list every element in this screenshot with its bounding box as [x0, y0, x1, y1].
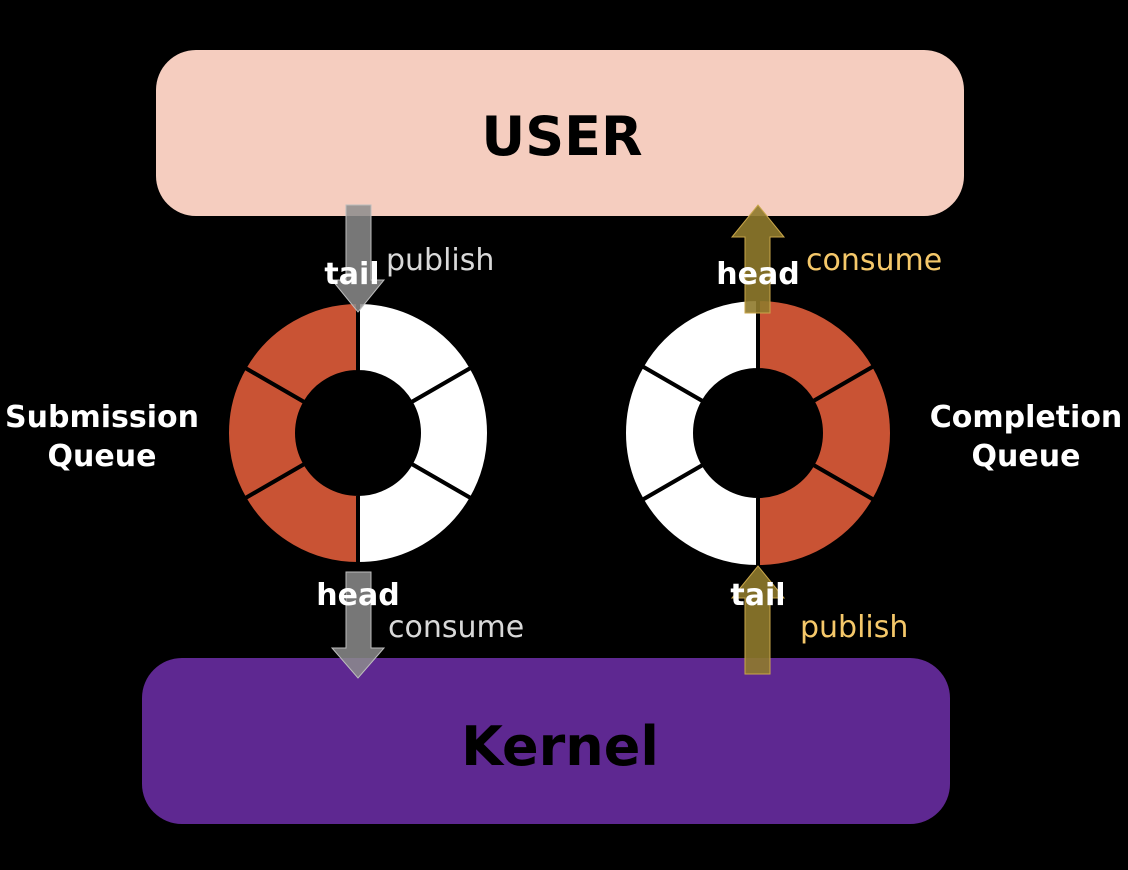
submission-head-arrow-shape	[330, 571, 386, 679]
completion-queue-slot-empty	[622, 363, 707, 503]
submission-queue-slot-empty	[356, 460, 475, 567]
submission-queue-label-line2: Queue	[48, 439, 157, 474]
completion-head-arrow-shape	[730, 204, 786, 314]
kernel-box-background	[142, 658, 950, 824]
submission-queue-ring	[225, 299, 491, 567]
completion-tail-arrow-shape	[730, 565, 786, 675]
completion-consume-label: consume	[806, 243, 942, 278]
completion-head-arrow	[730, 204, 786, 314]
user-box: USER	[156, 50, 964, 216]
completion-queue-label-line1: Completion	[930, 400, 1123, 435]
submission-head-arrow	[330, 571, 386, 679]
completion-tail-arrow	[730, 565, 786, 675]
completion-queue-ring	[622, 296, 894, 570]
submission-consume-label: consume	[388, 610, 524, 645]
completion-queue-label-line2: Queue	[972, 439, 1081, 474]
completion-tail-label: tail	[730, 578, 785, 613]
completion-queue-label: Completion Queue	[930, 400, 1123, 474]
submission-queue-slot-filled	[225, 364, 308, 502]
submission-queue-label-line1: Submission	[5, 400, 199, 435]
submission-queue-slot-empty	[356, 299, 475, 406]
submission-queue-label: Submission Queue	[5, 400, 199, 474]
kernel-box-label: Kernel	[461, 715, 659, 778]
submission-queue-slot-filled	[241, 460, 360, 567]
completion-queue-slot-filled	[756, 296, 877, 405]
submission-tail-label: tail	[324, 257, 379, 292]
submission-queue-slot-empty	[408, 364, 491, 502]
completion-queue-slot-filled	[756, 461, 877, 570]
completion-publish-label: publish	[800, 610, 908, 645]
kernel-box: Kernel	[142, 658, 950, 824]
submission-head-label: head	[316, 578, 399, 613]
submission-tail-arrow	[330, 204, 386, 313]
user-box-label: USER	[481, 105, 642, 168]
completion-head-label: head	[716, 257, 799, 292]
submission-tail-arrow-shape	[330, 204, 386, 313]
completion-queue-slot-filled	[809, 363, 894, 503]
submission-publish-label: publish	[386, 243, 494, 278]
user-box-background	[156, 50, 964, 216]
completion-queue-slot-empty	[639, 461, 760, 570]
